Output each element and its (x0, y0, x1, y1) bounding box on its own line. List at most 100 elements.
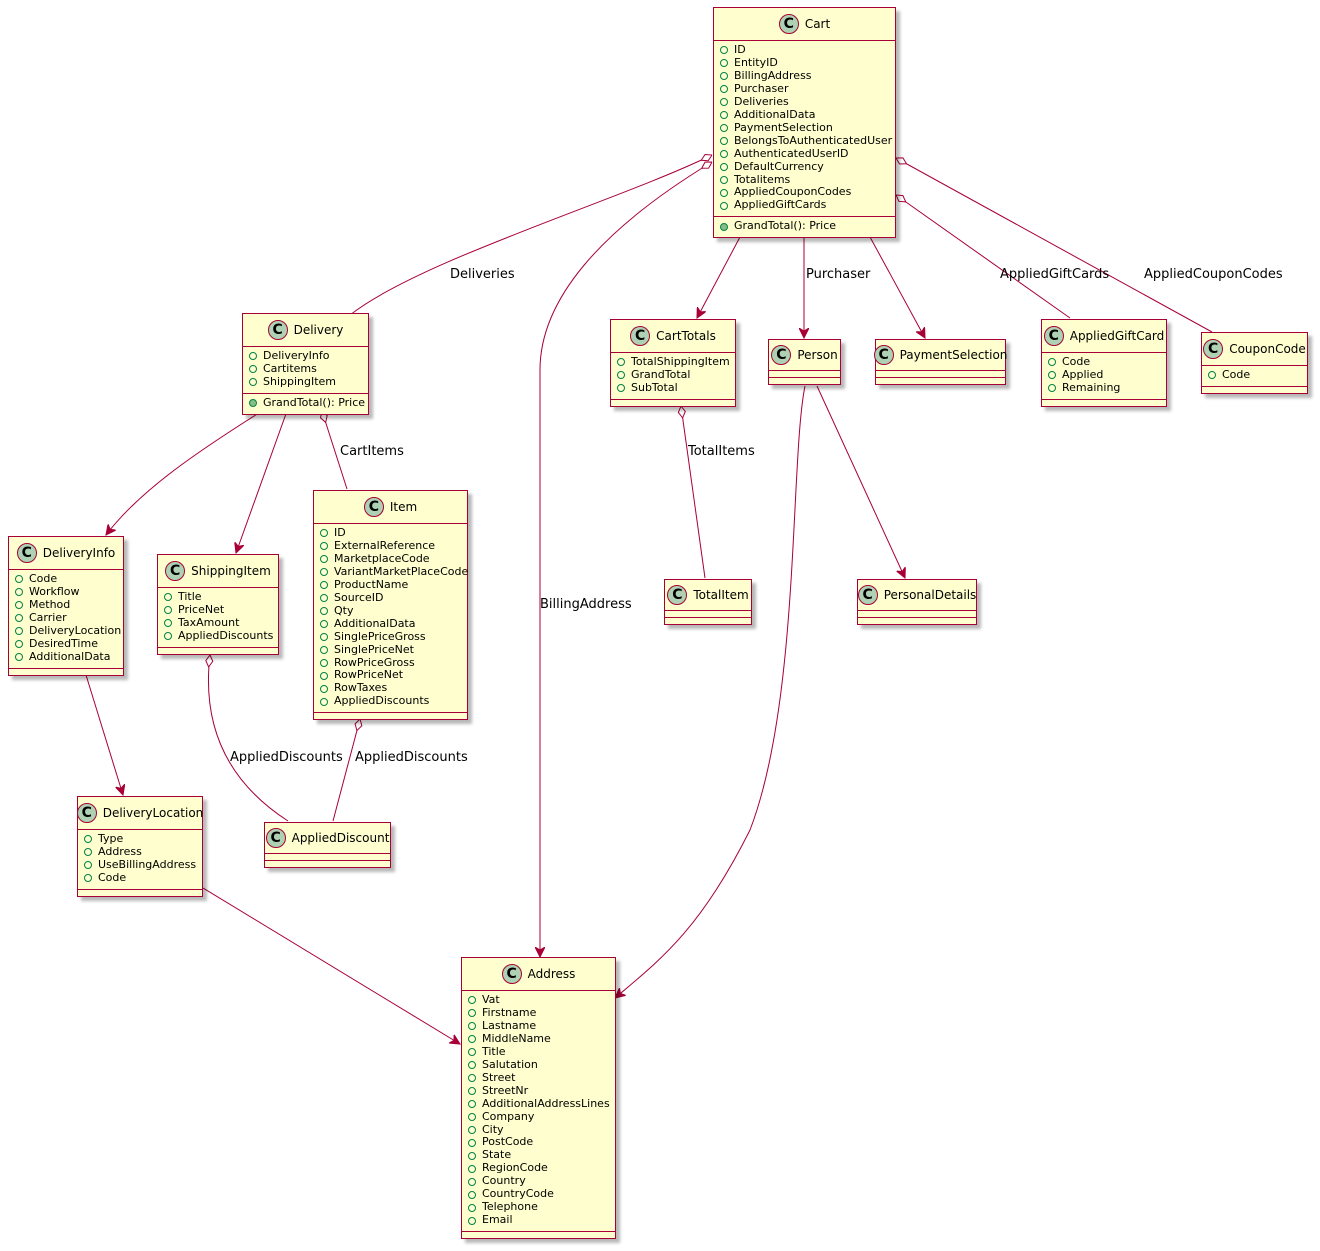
public-visibility-icon (84, 874, 92, 883)
class-methods (858, 617, 976, 624)
public-visibility-icon (15, 575, 23, 584)
public-visibility-icon (1048, 384, 1056, 393)
public-visibility-icon (468, 1061, 476, 1070)
relation-person-personal-details (816, 385, 905, 578)
label-item-applied-discounts: AppliedDiscounts (355, 750, 468, 765)
public-visibility-icon (320, 697, 328, 706)
field-name: Title (178, 590, 202, 603)
field-name: Title (482, 1044, 506, 1058)
label-billing-address: BillingAddress (540, 597, 632, 612)
class-name: PersonalDetails (883, 588, 977, 602)
class-field: Title (468, 1044, 607, 1059)
class-methods (462, 1231, 615, 1238)
class-field: TaxAmount (164, 615, 270, 630)
public-visibility-icon (320, 684, 328, 693)
class-methods (611, 398, 735, 406)
public-visibility-icon (320, 633, 328, 642)
field-name: AppliedGiftCards (734, 198, 827, 212)
field-name: AppliedDiscounts (334, 694, 430, 708)
class-field: StreetNr (468, 1084, 607, 1098)
public-visibility-icon (320, 542, 328, 551)
field-name: Lastname (482, 1018, 537, 1032)
field-name: ID (734, 43, 746, 56)
relation-cart-billing-address (540, 162, 712, 957)
class-icon: C (1043, 326, 1064, 346)
field-name: Address (98, 844, 142, 858)
field-name: RowTaxes (334, 681, 388, 695)
class-field: Code (84, 871, 194, 885)
field-name: EntityID (734, 55, 778, 69)
class-methods (665, 617, 751, 624)
class-icon: C (667, 585, 688, 605)
class-field: DesiredTime (15, 637, 115, 651)
class-name: CartTotals (656, 329, 716, 343)
public-visibility-icon (84, 848, 92, 857)
class-methods (78, 888, 202, 896)
public-visibility-icon (720, 222, 728, 231)
relation-delivery-location-address (202, 887, 460, 1044)
class-field: Remaining (1048, 381, 1158, 395)
relation-delivery-shipping-item (236, 410, 288, 553)
field-name: TotalShippingItem (631, 355, 730, 368)
field-name: DeliveryInfo (263, 349, 330, 362)
field-name: AppliedCouponCodes (734, 185, 852, 199)
class-name: CouponCode (1229, 342, 1306, 356)
public-visibility-icon (164, 606, 172, 615)
public-visibility-icon (84, 835, 92, 844)
public-visibility-icon (15, 627, 23, 636)
class-field: Address (84, 844, 194, 859)
relation-shipping-item-applied-discounts (208, 655, 289, 822)
class-field: EntityID (720, 55, 887, 70)
public-visibility-icon (1208, 371, 1216, 380)
field-name: Street (482, 1070, 516, 1084)
field-name: TaxAmount (178, 615, 240, 629)
class-field: SinglePriceGross (320, 630, 459, 644)
class-field: AuthenticatedUserID (720, 147, 887, 161)
class-field: Email (468, 1213, 607, 1227)
public-visibility-icon (249, 365, 257, 374)
field-name: Company (482, 1109, 535, 1123)
class-name: DeliveryInfo (42, 546, 116, 560)
field-name: ShippingItem (263, 374, 337, 388)
label-applied-coupon-codes: AppliedCouponCodes (1144, 267, 1283, 282)
public-visibility-icon (468, 1126, 476, 1134)
public-visibility-icon (468, 1048, 476, 1057)
class-field: SinglePriceNet (320, 643, 459, 657)
public-visibility-icon (320, 659, 328, 667)
public-visibility-icon (320, 529, 328, 538)
class-icon: C (1203, 339, 1224, 359)
field-name: CountryCode (482, 1187, 554, 1201)
field-name: Deliveries (734, 94, 789, 108)
field-name: Totalitems (734, 172, 791, 186)
relation-delivery-info-delivery-location (85, 674, 123, 795)
class-field: RowTaxes (320, 681, 459, 695)
field-name: BelongsToAuthenticatedUser (734, 133, 893, 147)
class-methods (1042, 398, 1166, 406)
class-field: Code (15, 572, 115, 586)
field-name: Code (1062, 355, 1091, 368)
class-field: City (468, 1123, 607, 1137)
field-name: AdditionalAddressLines (482, 1096, 610, 1110)
public-visibility-icon (468, 996, 476, 1005)
public-visibility-icon (720, 85, 728, 94)
field-name: GrandTotal (631, 367, 691, 381)
class-field: Firstname (468, 1006, 607, 1020)
class-field: AppliedDiscounts (320, 694, 459, 708)
class-field: MiddleName (468, 1032, 607, 1046)
class-field: DeliveryLocation (15, 624, 121, 638)
method-signature: GrandTotal(): Price (263, 395, 366, 409)
public-visibility-icon (720, 201, 728, 210)
